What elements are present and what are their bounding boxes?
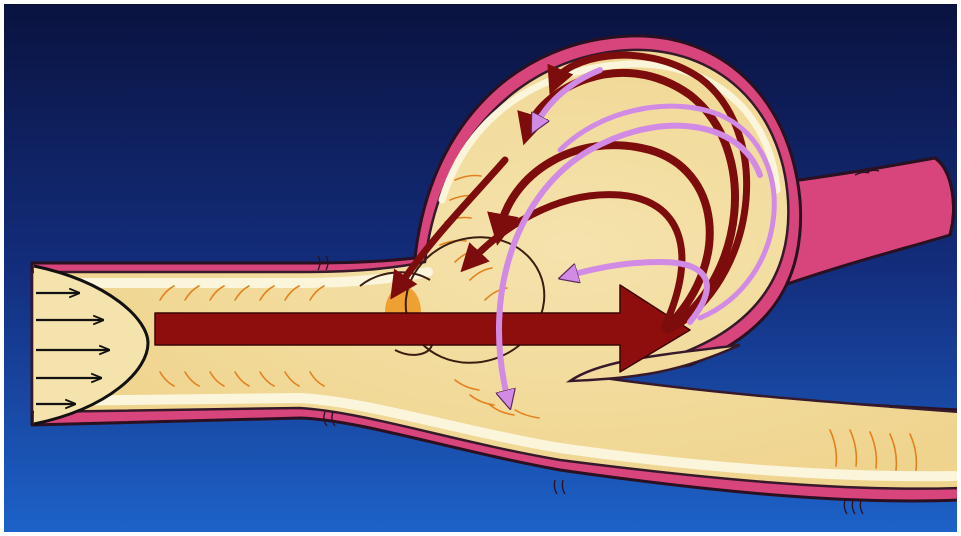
diagram-canvas bbox=[0, 0, 961, 536]
aneurysm-flow-diagram bbox=[0, 0, 961, 536]
